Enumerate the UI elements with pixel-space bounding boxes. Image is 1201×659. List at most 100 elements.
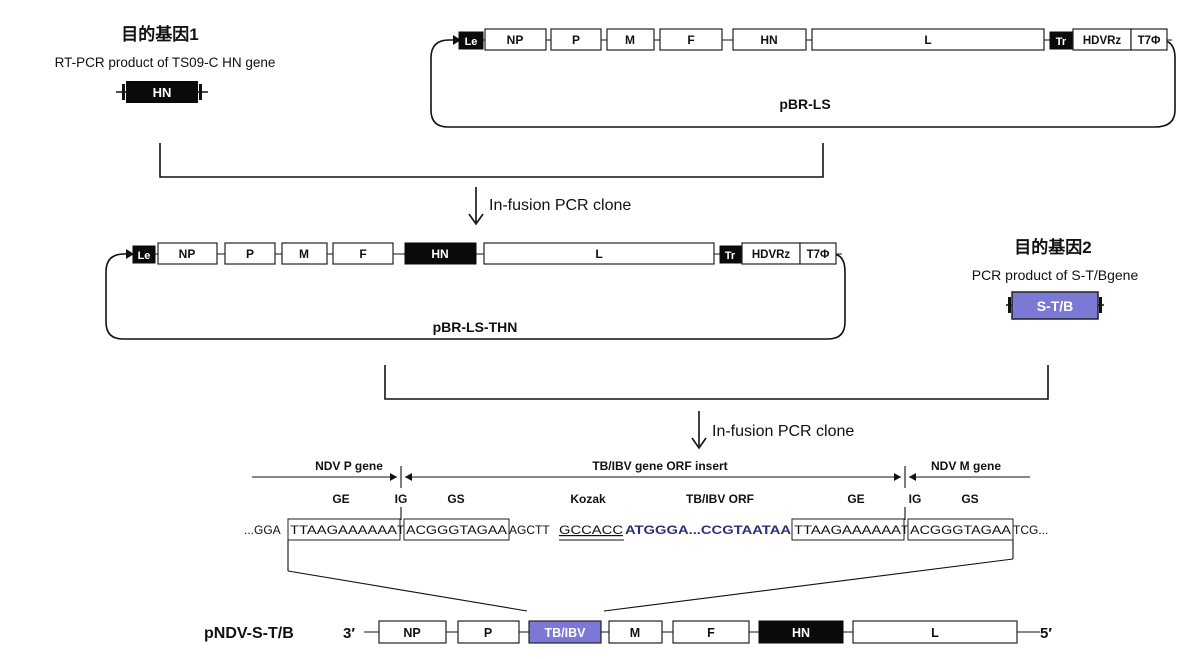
gene1-insert-label: HN (153, 85, 172, 100)
box-gs-1 (403, 518, 510, 541)
final-5-prime: 5′ (1040, 625, 1052, 642)
gene1-insert: HN (116, 81, 208, 103)
zoom-line-left-diag (287, 570, 528, 612)
label-kozak: Kozak (570, 492, 606, 506)
final-seg-hn-label: HN (792, 626, 810, 640)
plasmid2-le: Le (138, 250, 151, 262)
label-ge-1: GE (332, 492, 349, 506)
plasmid2-seg-m-label: M (299, 247, 309, 261)
plasmid2-seg-np-label: NP (179, 247, 196, 261)
final-seg-m-label: M (630, 626, 640, 640)
step2-bracket (384, 365, 1049, 400)
box-ge-2 (791, 518, 905, 541)
plasmid2-seg-f-label: F (359, 247, 366, 261)
seq-ig-1: T (397, 523, 405, 537)
final-seg-f (672, 620, 750, 644)
step2-down-arrow (691, 411, 707, 450)
junction-detail: NDV P gene TB/IBV gene ORF insert NDV M … (244, 459, 1048, 612)
plasmid2-seg-np (157, 242, 218, 265)
plasmid1-seg-m (606, 28, 655, 51)
region-ndv-m-gene: NDV M gene (931, 459, 1001, 473)
label-ig-1: IG (395, 492, 408, 506)
plasmid2-t7 (799, 242, 837, 265)
seq-ig-2: T (901, 523, 909, 537)
gene2-insert-label: S-T/B (1037, 298, 1074, 314)
plasmid1-seg-hn (732, 28, 807, 51)
plasmid2-seg-hn (404, 242, 477, 265)
region-tb-ibv-insert: TB/IBV gene ORF insert (592, 459, 727, 473)
final-seg-f-label: F (707, 626, 715, 640)
final-seg-p (457, 620, 520, 644)
gene2-insert: S-T/B (1006, 291, 1104, 320)
step1-down-arrow (468, 187, 484, 226)
plasmid1-seg-l (811, 28, 1045, 51)
region-ndv-p-gene: NDV P gene (315, 459, 383, 473)
plasmid1-seg-f-label: F (687, 33, 694, 47)
plasmid1-seg-p (550, 28, 602, 51)
step1-label: In-fusion PCR clone (489, 197, 631, 214)
plasmid2-seg-p-label: P (246, 247, 254, 261)
plasmid1-seg-l-label: L (924, 33, 931, 47)
label-ig-2: IG (909, 492, 922, 506)
plasmid2-hdvrz-label: HDVRz (752, 249, 791, 261)
label-ge-2: GE (847, 492, 864, 506)
final-seg-m (608, 620, 663, 644)
plasmid2-name: pBR-LS-THN (433, 319, 518, 335)
plasmid1-hdvrz-label: HDVRz (1083, 35, 1122, 47)
final-3-prime: 3′ (343, 625, 355, 642)
plasmid2-seg-f (332, 242, 394, 265)
box-ge-1 (287, 518, 401, 541)
final-seg-tb-ibv-label: TB/IBV (545, 626, 587, 640)
seq-orf: ATGGGA...CCGTAATAA (625, 523, 791, 537)
seq-link: AGCTT (509, 523, 550, 537)
seq-p2: TCG... (1013, 523, 1048, 537)
step1-bracket (159, 143, 824, 178)
seq-gs-2: ACGGGTAGAA (910, 523, 1011, 537)
final-seg-l-label: L (931, 626, 939, 640)
gene2-subtitle: PCR product of S-T/Bgene (972, 267, 1139, 283)
label-tb-ibv-orf: TB/IBV ORF (686, 492, 754, 506)
plasmid1-seg-hn-label: HN (760, 33, 777, 47)
plasmid2-seg-m (281, 242, 328, 265)
plasmid2-seg-l-label: L (595, 247, 602, 261)
final-name: pNDV-S-T/B (204, 625, 294, 642)
gene1-title: 目的基因1 (121, 24, 198, 44)
final-seg-hn (758, 620, 844, 644)
plasmid2-arrowhead (126, 249, 134, 259)
plasmid1-tr: Tr (1056, 36, 1067, 48)
gene1-subtitle: RT-PCR product of TS09-C HN gene (55, 55, 276, 70)
gene2-title: 目的基因2 (1014, 237, 1091, 257)
plasmid1-seg-np-label: NP (507, 33, 524, 47)
label-gs-1: GS (447, 492, 464, 506)
plasmid1-t7 (1130, 28, 1168, 51)
plasmid2-seg-p (224, 242, 276, 265)
plasmid-pbr-ls: Le NP P M F HN L Tr HDVRz T7Φ pBR-LS (430, 28, 1176, 128)
plasmid1-arrowhead (453, 35, 461, 45)
seq-p1: ...GGA (244, 523, 281, 537)
plasmid2-tr: Tr (725, 250, 736, 262)
plasmid1-le: Le (465, 36, 478, 48)
plasmid1-t7-label: T7Φ (1138, 35, 1161, 47)
plasmid2-seg-l (483, 242, 715, 265)
final-seg-np-label: NP (403, 626, 420, 640)
final-construct: pNDV-S-T/B 3′ NP P TB/IBV M F HN L 5′ (204, 620, 1052, 644)
plasmid1-seg-m-label: M (625, 33, 635, 47)
plasmid1-seg-np (484, 28, 547, 51)
plasmid2-t7-label: T7Φ (807, 249, 830, 261)
plasmid-pbr-ls-thn: Le NP P M F HN L Tr HDVRz T7Φ pBR-LS-THN (105, 242, 846, 340)
plasmid1-seg-f (659, 28, 723, 51)
plasmid2-seg-hn-label: HN (431, 247, 448, 261)
final-seg-p-label: P (484, 626, 492, 640)
step2-label: In-fusion PCR clone (712, 423, 854, 440)
final-seg-l (852, 620, 1018, 644)
final-seg-np (378, 620, 447, 644)
seq-ge-1: TTAAGAAAAAA (290, 523, 397, 537)
zoom-line-right-diag (603, 558, 1014, 612)
final-seg-tb-ibv (528, 620, 602, 644)
box-gs-2 (907, 518, 1014, 541)
seq-gs-1: ACGGGTAGAA (406, 523, 507, 537)
plasmid1-seg-p-label: P (572, 33, 580, 47)
seq-ge-2: TTAAGAAAAAA (794, 523, 901, 537)
plasmid1-name: pBR-LS (779, 96, 830, 112)
label-gs-2: GS (961, 492, 978, 506)
